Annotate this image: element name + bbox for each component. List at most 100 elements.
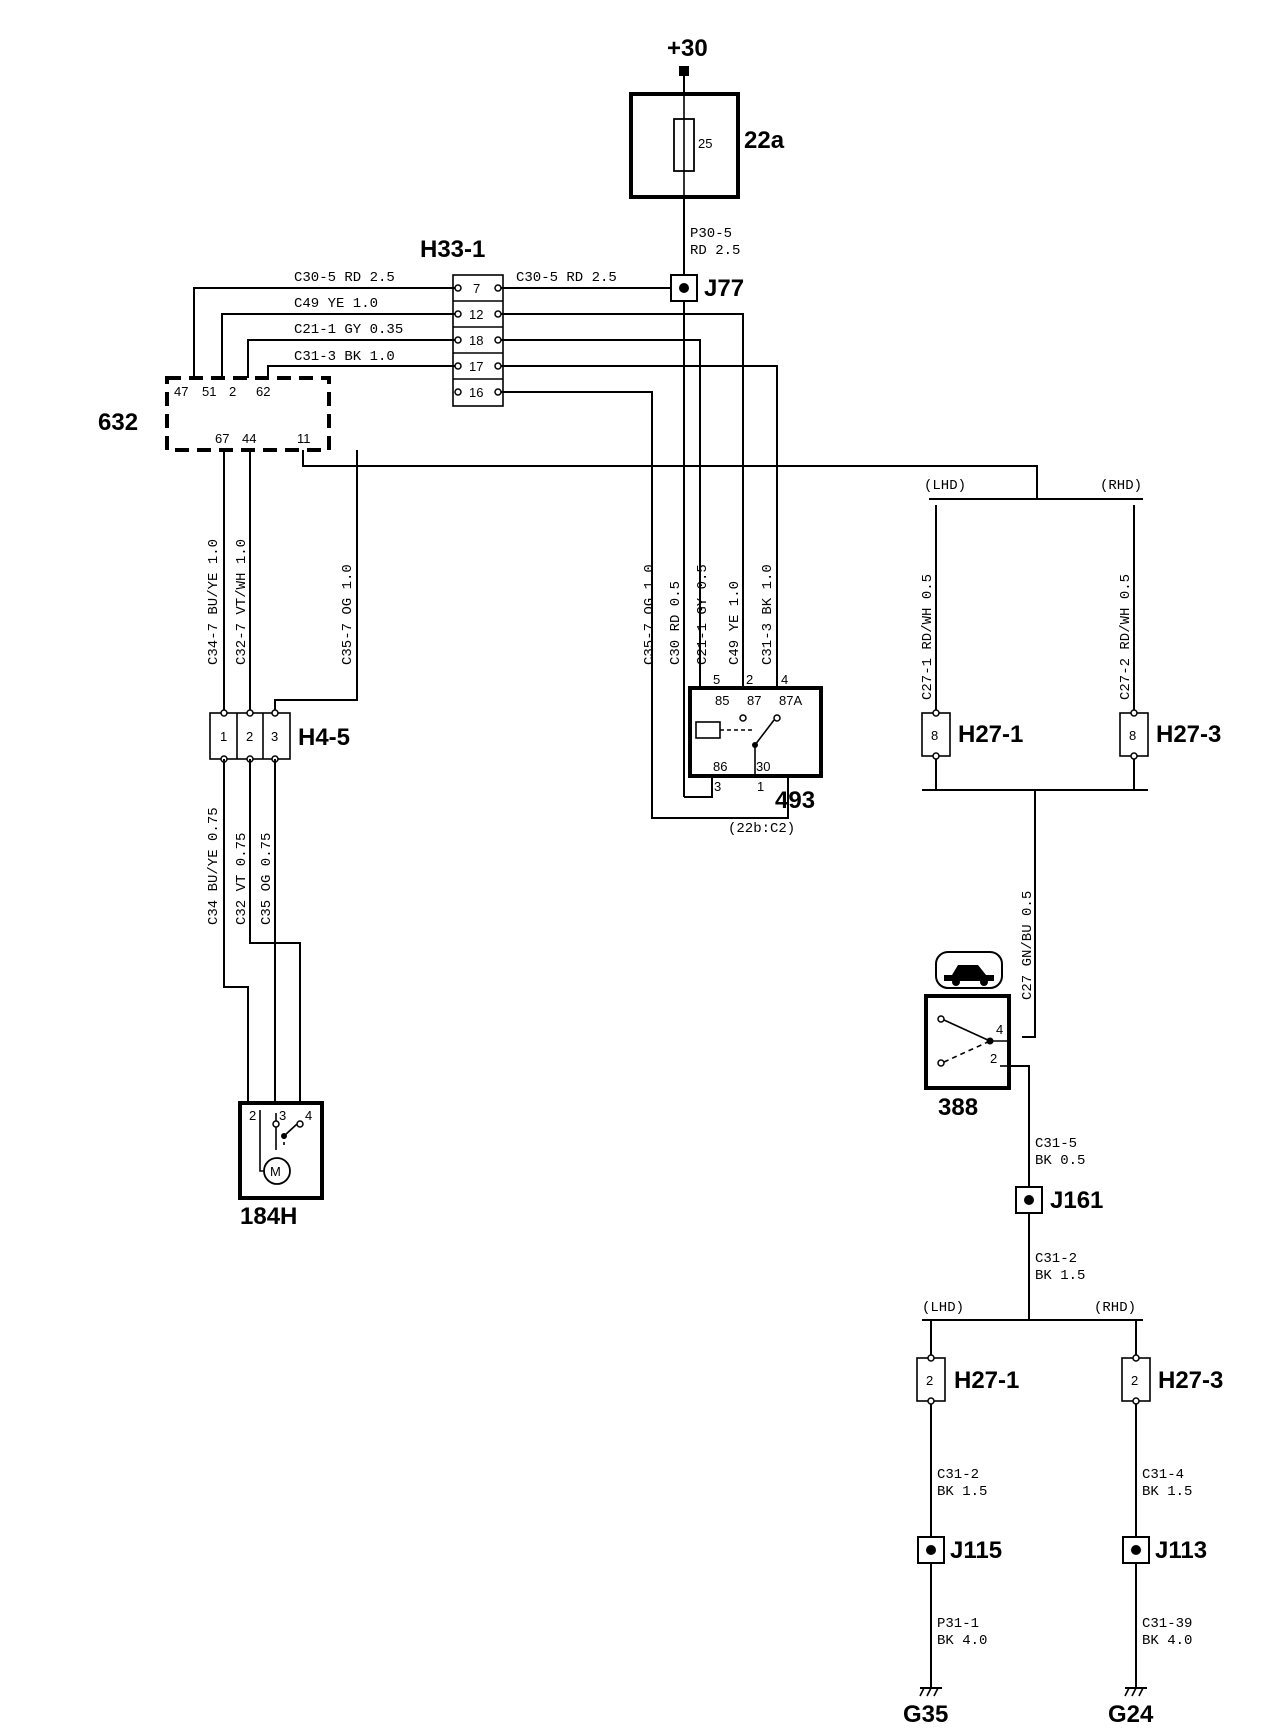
wire-label-relay-c21-1: C21-1 GY 0.5: [695, 564, 711, 665]
ground-g35-label: G35: [903, 1701, 948, 1728]
relay-wire-pin-4: 4: [781, 672, 788, 687]
wire-label-p31-1-spec: BK 4.0: [937, 1633, 987, 1649]
h27-bottom-rhd-label: (RHD): [1094, 1300, 1136, 1316]
wire-label-c31-4-spec: BK 1.5: [1142, 1484, 1192, 1500]
module-632-pin-11: 11: [297, 431, 311, 446]
car-icon: [935, 951, 1003, 989]
ground-g35-icon: [919, 1687, 942, 1697]
fuse-id: 22a: [744, 127, 785, 154]
junction-j115: [917, 1536, 945, 1564]
wire-label-relay-c35-7: C35-7 OG 1.0: [642, 564, 658, 665]
motor-pin-3: 3: [279, 1108, 286, 1123]
junction-j113-label: J113: [1155, 1537, 1207, 1564]
h27-top-rhd-label: (RHD): [1100, 478, 1142, 494]
wire-label-c31-4: C31-4: [1142, 1467, 1184, 1483]
module-632-pin-51: 51: [202, 384, 216, 399]
h27-bottom-left-label: H27-1: [954, 1367, 1019, 1394]
fuse-rating: 25: [698, 136, 712, 151]
h27-top-right-label: H27-3: [1156, 721, 1221, 748]
h33-label: H33-1: [420, 236, 485, 263]
wire-label-c31-5: C31-5: [1035, 1136, 1077, 1152]
wire-label-c31-39-spec: BK 4.0: [1142, 1633, 1192, 1649]
h33-pins: 7 12 18 17 16: [453, 281, 503, 400]
h4-label: H4-5: [298, 724, 350, 751]
wire-label-c31-3: C31-3 BK 1.0: [294, 349, 395, 365]
switch-label: 388: [938, 1094, 978, 1121]
ground-g24-label: G24: [1108, 1701, 1154, 1728]
module-632-label: 632: [98, 409, 138, 436]
supply-terminal: [679, 66, 689, 76]
wire-label-c21-1: C21-1 GY 0.35: [294, 322, 403, 338]
h4-connector: [209, 712, 291, 760]
wire-label-c27-2: C27-2 RD/WH 0.5: [1118, 574, 1134, 700]
h27-top-left-label: H27-1: [958, 721, 1023, 748]
wire-label-p30-5-spec: RD 2.5: [690, 243, 740, 259]
junction-j77-label: J77: [704, 275, 744, 302]
wire-label-c31-2a: C31-2: [1035, 1251, 1077, 1267]
relay-ref: (22b:C2): [728, 821, 795, 837]
module-632: [165, 376, 331, 452]
h33-pin-12: 12: [469, 307, 483, 322]
wire-label-c49: C49 YE 1.0: [294, 296, 378, 312]
relay-wire-pin-2: 2: [746, 672, 753, 687]
module-632-pin-67: 67: [215, 431, 229, 446]
relay-pin-85: 85: [715, 693, 729, 708]
wire-label-relay-c30: C30 RD 0.5: [668, 581, 684, 665]
wire-label-p30-5: P30-5: [690, 226, 732, 242]
wire-label-h33-right: C30-5 RD 2.5: [516, 270, 617, 286]
wire-label-c31-5-spec: BK 0.5: [1035, 1153, 1085, 1169]
switch-pin-2: 2: [990, 1051, 997, 1066]
h27-top-left-pin: 8: [931, 728, 938, 743]
wire-label-c27: C27 GN/BU 0.5: [1020, 891, 1036, 1000]
motor-pin-2: 2: [249, 1108, 256, 1123]
h33-pin-18: 18: [469, 333, 483, 348]
wire-label-relay-c31-3: C31-3 BK 1.0: [760, 564, 776, 665]
wire-label-c31-39: C31-39: [1142, 1616, 1192, 1632]
h4-pin-3: 3: [271, 729, 278, 744]
supply-label: +30: [667, 35, 708, 62]
h27-top-lhd-label: (LHD): [924, 478, 966, 494]
h27-bottom-right-label: H27-3: [1158, 1367, 1223, 1394]
h33-pin-16: 16: [469, 385, 483, 400]
wire-label-c30-5: C30-5 RD 2.5: [294, 270, 395, 286]
relay-pin-30: 30: [756, 759, 770, 774]
motor-label: 184H: [240, 1203, 297, 1230]
junction-j161-label: J161: [1050, 1187, 1103, 1214]
relay-coil: [695, 721, 721, 739]
h33-pin-7: 7: [473, 281, 480, 296]
wire-label-c32: C32 VT 0.75: [234, 833, 250, 925]
wire-label-c27-1: C27-1 RD/WH 0.5: [920, 574, 936, 700]
module-632-pin-47: 47: [174, 384, 188, 399]
relay-wire-pin-5: 5: [713, 672, 720, 687]
wire-label-relay-c49: C49 YE 1.0: [727, 581, 743, 665]
module-632-pin-2: 2: [229, 384, 236, 399]
switch-388: [924, 994, 1011, 1090]
motor-pin-4: 4: [305, 1108, 312, 1123]
wire-label-c31-2b: C31-2: [937, 1467, 979, 1483]
relay-pin-87a: 87A: [779, 693, 802, 708]
ground-g24-icon: [1124, 1687, 1147, 1697]
motor-symbol-letter: M: [270, 1164, 281, 1179]
wire-label-c31-2b-spec: BK 1.5: [937, 1484, 987, 1500]
relay-pin-87: 87: [747, 693, 761, 708]
h27-bottom-left-pin: 2: [926, 1373, 933, 1388]
motor-symbol: [263, 1157, 291, 1185]
wire-label-c31-2a-spec: BK 1.5: [1035, 1268, 1085, 1284]
relay-pin-86: 86: [713, 759, 727, 774]
module-632-pin-44: 44: [242, 431, 256, 446]
switch-pin-4: 4: [996, 1022, 1003, 1037]
h27-bottom-lhd-label: (LHD): [922, 1300, 964, 1316]
wire-label-c35: C35 OG 0.75: [259, 833, 275, 925]
h4-pin-1: 1: [220, 729, 227, 744]
junction-j115-label: J115: [950, 1537, 1002, 1564]
wire-label-c34: C34 BU/YE 0.75: [206, 807, 222, 925]
relay-wire-pin-1: 1: [757, 779, 764, 794]
h27-bottom-right-pin: 2: [1131, 1373, 1138, 1388]
h33-pin-17: 17: [469, 359, 483, 374]
relay-wire-pin-3: 3: [714, 779, 721, 794]
h4-pin-2: 2: [246, 729, 253, 744]
wire-label-c34-7: C34-7 BU/YE 1.0: [206, 539, 222, 665]
module-632-pin-62: 62: [256, 384, 270, 399]
h27-top-right-pin: 8: [1129, 728, 1136, 743]
wire-label-p31-1: P31-1: [937, 1616, 979, 1632]
